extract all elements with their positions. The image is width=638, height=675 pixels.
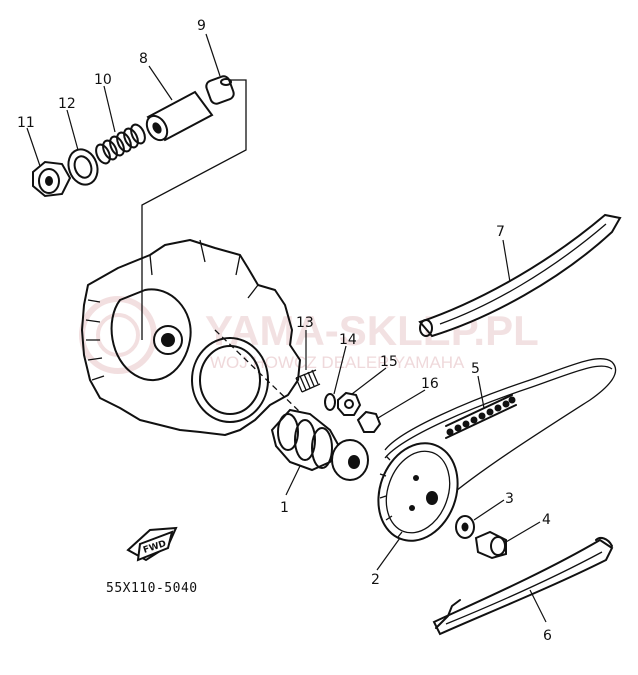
part-16-capnut (356, 410, 382, 433)
callout-5: 5 (471, 361, 480, 377)
fwd-arrow-icon: FWD (126, 526, 178, 562)
part-1-camshaft (270, 408, 369, 481)
watermark-subtitle: WOJ HOWCZ DEALER YAMAHA (210, 353, 465, 372)
callout-8: 8 (139, 51, 148, 67)
callout-9: 9 (197, 18, 206, 34)
part-14-oring (324, 393, 336, 411)
part-2-sprocket (377, 442, 459, 542)
part-code: 55X110-5040 (106, 581, 198, 596)
callout-15: 15 (380, 354, 398, 370)
part-8-sleeve (145, 90, 214, 142)
part-10-spring (95, 123, 146, 165)
callout-13: 13 (296, 315, 314, 331)
callout-12: 12 (58, 96, 76, 112)
part-4-bolt (474, 530, 507, 560)
watermark: YAMA-SKLEP.PL WOJ HOWCZ DEALER YAMAHA (79, 296, 539, 374)
callout-4: 4 (542, 512, 551, 528)
part-6-chain-guide (432, 537, 614, 636)
timing-chain-loop (384, 358, 617, 501)
callout-1: 1 (280, 500, 289, 516)
callout-6: 6 (543, 628, 552, 644)
part-9-cap (205, 75, 235, 105)
assembly-guide-line (141, 79, 247, 340)
part-13-spring (295, 369, 321, 393)
callout-10: 10 (94, 72, 112, 88)
part-3-washer (455, 515, 475, 539)
leader-lines (26, 33, 547, 623)
callout-7: 7 (496, 224, 505, 240)
part-11-nut (32, 160, 72, 198)
part-5-chain (445, 394, 517, 439)
callout-11: 11 (17, 115, 35, 131)
crankcase-housing (81, 239, 301, 436)
callout-3: 3 (505, 491, 514, 507)
callouts: 1 2 3 4 5 6 7 8 9 10 11 12 13 14 15 16 (17, 18, 552, 644)
callout-16: 16 (421, 376, 439, 392)
part-7-chain-guide (418, 213, 622, 338)
callout-14: 14 (339, 332, 357, 348)
part-12-washer (67, 148, 99, 186)
callout-2: 2 (371, 572, 380, 588)
part-15-nut (337, 391, 362, 416)
